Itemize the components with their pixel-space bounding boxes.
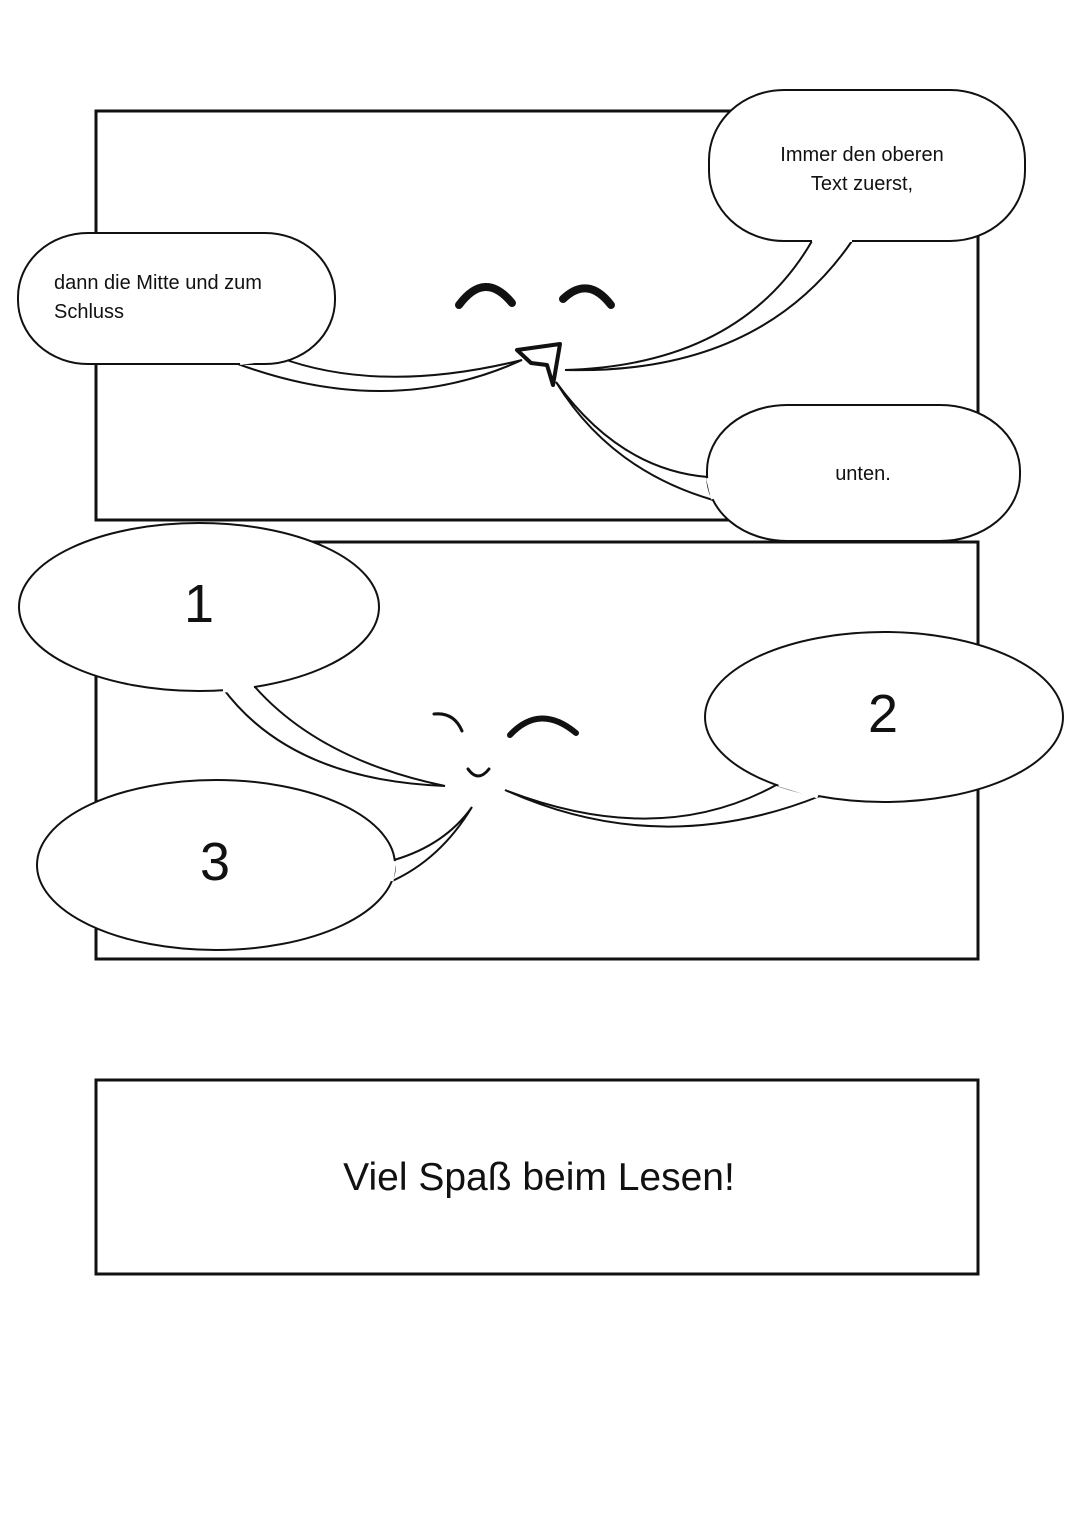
bubble-left-line-1: dann die Mitte und zum bbox=[54, 272, 262, 294]
speech-bubble-left bbox=[17, 232, 523, 392]
closed-eye-right-icon bbox=[559, 284, 615, 309]
speech-bubble-bottom-right bbox=[555, 381, 1021, 542]
bubble-top-right-text: Immer den oberen Text zuerst, bbox=[709, 141, 1015, 199]
bubble-left-line-2: Schluss bbox=[54, 301, 125, 323]
closed-eye-right-icon bbox=[507, 715, 579, 738]
speech-bubble-3 bbox=[36, 779, 473, 951]
bubble-top-right-line-2: Text zuerst, bbox=[810, 173, 914, 195]
mouth-icon bbox=[466, 767, 491, 778]
bubble-top-right-line-1: Immer den oberen bbox=[780, 144, 944, 166]
bubble-left-text: dann die Mitte und zum Schluss bbox=[54, 269, 334, 327]
speech-bubble-2 bbox=[504, 631, 1064, 828]
closed-eye-left-icon bbox=[432, 712, 464, 733]
comic-panel-bottom bbox=[94, 1078, 980, 1276]
speech-bubble-top-right bbox=[564, 89, 1026, 372]
mouth-icon bbox=[515, 342, 562, 387]
bubble-bottom-right-text: unten. bbox=[835, 463, 891, 485]
closed-eye-left-icon bbox=[455, 283, 516, 309]
face-smiling-icon bbox=[432, 712, 579, 778]
closing-message: Viel Spaß beim Lesen! bbox=[343, 1156, 735, 1199]
speech-bubble-1 bbox=[18, 522, 446, 787]
bubble-1-number: 1 bbox=[183, 574, 215, 634]
face-happy-icon bbox=[455, 283, 615, 387]
bubble-2-number: 2 bbox=[867, 684, 899, 744]
bubble-3-number: 3 bbox=[199, 832, 231, 892]
